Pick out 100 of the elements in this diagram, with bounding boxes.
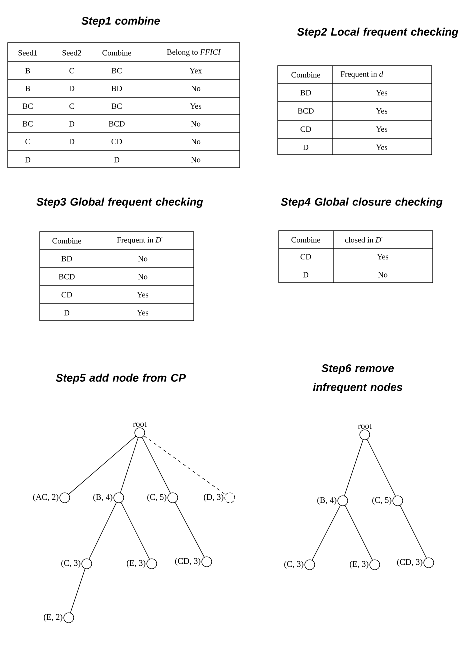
node-label: root xyxy=(133,422,147,427)
table-cell: No xyxy=(191,139,201,144)
table-cell: D xyxy=(69,121,75,127)
table-cell: B xyxy=(26,68,30,74)
tree-node: (D, 3) xyxy=(204,492,236,504)
tree-node: (CD, 3) xyxy=(397,558,434,568)
node-label: (E, 2) xyxy=(44,614,63,622)
table-cell: CD xyxy=(112,139,122,144)
table-cell: CD xyxy=(62,292,72,298)
table-cell: Yes xyxy=(376,126,388,132)
node-label: (B, 4) xyxy=(318,497,337,505)
table-cell: BC xyxy=(112,104,122,110)
tree-node: (E, 3) xyxy=(350,560,380,570)
table-cell: Yes xyxy=(376,90,388,96)
table-cell: Yes xyxy=(190,104,202,110)
step-heading: Step6 remove infrequent nodes xyxy=(313,364,403,394)
table-cell: D xyxy=(114,157,120,163)
table-header: closed in D' xyxy=(345,237,383,243)
table-cell: C xyxy=(26,139,30,144)
node-label: (C, 5) xyxy=(148,494,167,502)
node-label: (C, 5) xyxy=(372,497,392,505)
tree-node: (CD, 3) xyxy=(175,556,212,568)
tree-edge xyxy=(367,439,396,497)
table-cell: D xyxy=(69,86,75,92)
table-cell: Yes xyxy=(137,310,149,316)
tree-edge xyxy=(142,437,171,494)
tree-edge xyxy=(345,505,373,561)
tree-edge xyxy=(175,502,205,558)
table-cell: No xyxy=(191,86,201,92)
tree-node: (C, 5) xyxy=(148,492,178,504)
table-header: Combine xyxy=(292,72,320,78)
node-label: (C, 3) xyxy=(62,560,81,568)
table-cell: C xyxy=(70,104,74,110)
tree-node: (C, 5) xyxy=(372,496,404,506)
table-header: Combine xyxy=(102,50,132,56)
table-cell: No xyxy=(191,157,201,163)
table-header: Belong to FFICI xyxy=(167,49,222,57)
table-cell: D xyxy=(303,144,309,150)
tree-edge xyxy=(89,502,117,560)
step-heading: Step3 Global frequent checking xyxy=(36,198,204,208)
node-label: (E, 3) xyxy=(350,561,369,569)
node-label: (CD, 3) xyxy=(175,558,201,566)
table-cell: Yes xyxy=(376,108,388,114)
table-cell: BC xyxy=(22,104,33,110)
table-cell: No xyxy=(191,121,201,127)
table-cell: CD xyxy=(300,126,312,132)
table-cell: Yes xyxy=(376,144,388,150)
table-cell: BC xyxy=(112,68,122,74)
tree-node: (C, 3) xyxy=(62,558,92,570)
tree-edge xyxy=(68,436,136,495)
table-cell: BC xyxy=(22,121,33,127)
tree-edge xyxy=(144,436,226,496)
node-label: (C, 3) xyxy=(284,561,304,569)
node-label: (B, 4) xyxy=(94,494,113,502)
table-cell: CD xyxy=(300,254,312,260)
table-cell: Yes xyxy=(377,254,389,260)
table-cell: D xyxy=(64,310,70,316)
tree-edge xyxy=(400,505,427,559)
table-header: Combine xyxy=(292,237,320,243)
table-header: Seed2 xyxy=(62,50,82,56)
table-cell: B xyxy=(26,86,30,92)
table-cell: BCD xyxy=(298,108,314,114)
table-cell: BCD xyxy=(59,274,75,280)
node-label: root xyxy=(358,424,372,429)
table-header: Frequent in D' xyxy=(117,238,163,244)
tree-node: (B, 4) xyxy=(94,492,124,504)
tree-node: root xyxy=(133,422,147,438)
node-label: (CD, 3) xyxy=(397,559,423,567)
table-cell: BD xyxy=(112,86,122,92)
tree-edge xyxy=(120,438,139,494)
tree-node: (AC, 2) xyxy=(33,492,70,504)
table-cell: No xyxy=(138,256,148,262)
table-cell: Yes xyxy=(137,292,149,298)
table-cell: No xyxy=(138,274,148,280)
table-cell: D xyxy=(303,272,309,278)
step-heading: Step5 add node from CP xyxy=(56,374,186,384)
node-label: (D, 3) xyxy=(204,494,224,502)
node-label: (E, 3) xyxy=(127,560,146,568)
tree-node: (E, 3) xyxy=(127,558,158,570)
tree-node: (B, 4) xyxy=(318,496,348,506)
table-cell: BD xyxy=(300,90,312,96)
table-header: Frequent in d xyxy=(340,71,384,79)
tree-edge xyxy=(70,568,86,614)
step-heading: Step1 combine xyxy=(82,16,160,28)
step-heading: Step2 Local frequent checking xyxy=(297,28,458,38)
table-cell: BCD xyxy=(109,121,125,127)
table-cell: No xyxy=(378,272,388,278)
step-heading: Step4 Global closure checking xyxy=(281,198,443,208)
node-label: (AC, 2) xyxy=(33,494,59,502)
table-header: Seed1 xyxy=(18,50,38,56)
table-cell: C xyxy=(70,68,74,74)
table-cell: D xyxy=(25,157,31,163)
table-cell: BD xyxy=(62,256,72,262)
tree-edge xyxy=(344,440,364,496)
table-cell: Yex xyxy=(190,68,202,74)
table-header: Combine xyxy=(52,238,82,244)
table-cell: D xyxy=(69,139,75,144)
tree-node: (E, 2) xyxy=(44,612,74,624)
tree-node: (C, 3) xyxy=(284,560,316,570)
tree-edge xyxy=(312,505,341,561)
